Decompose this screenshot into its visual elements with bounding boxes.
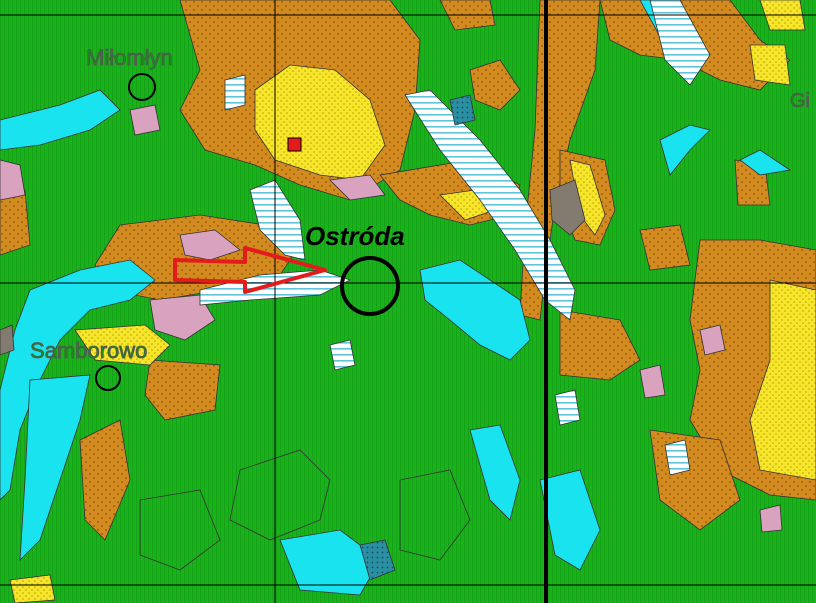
cyan-area-north-east-2 bbox=[659, 124, 711, 176]
hatched-area-east bbox=[554, 389, 581, 426]
orange-area-south-west bbox=[79, 419, 131, 541]
cyan-area-river-south bbox=[19, 374, 91, 562]
hatched-area-north bbox=[224, 74, 246, 111]
label-main-town: Ostróda bbox=[305, 221, 405, 251]
cyan-area-west-river bbox=[0, 259, 156, 501]
green-unit-outlines bbox=[139, 449, 471, 571]
yellow-area-west bbox=[74, 324, 171, 366]
orange-area-lower-west bbox=[144, 359, 221, 421]
town-circle-icon-ostroda bbox=[340, 256, 400, 316]
yellow-area-south-west-corner bbox=[9, 574, 56, 603]
orange-area-small-1 bbox=[469, 59, 521, 111]
cyan-area-center-east bbox=[419, 259, 531, 361]
label-town-north-west: Miłomłyn bbox=[86, 45, 173, 70]
yellow-area-east-large bbox=[749, 279, 816, 481]
cyan-area-south-center bbox=[469, 424, 521, 521]
yellow-area-north-east-2 bbox=[749, 44, 791, 86]
teal-grey-areas bbox=[0, 94, 586, 581]
teal-area-north bbox=[449, 94, 476, 126]
pink-area-west bbox=[179, 229, 241, 261]
pink-area-west-edge bbox=[0, 159, 26, 201]
pink-area-center bbox=[329, 174, 386, 201]
label-town-west: Samborowo bbox=[30, 338, 147, 363]
pink-area-west-2 bbox=[149, 294, 216, 341]
label-edge: Gi bbox=[790, 90, 810, 112]
pink-area-south bbox=[759, 504, 783, 533]
hatched-area-north-east bbox=[649, 0, 711, 86]
town-circle-icon-milomlyn bbox=[128, 73, 156, 101]
cyan-area-north-west bbox=[0, 89, 121, 151]
pink-area-lower bbox=[639, 364, 666, 399]
red-square-icon bbox=[287, 137, 302, 152]
grey-area-west bbox=[0, 324, 15, 356]
pink-area-east bbox=[699, 324, 726, 356]
hatched-area-small-center bbox=[329, 339, 356, 371]
town-circle-icon-samborowo bbox=[95, 365, 121, 391]
pink-area-north-west bbox=[129, 104, 161, 136]
orange-area-lower-center bbox=[559, 309, 641, 381]
red-arrow-icon bbox=[173, 246, 327, 294]
orange-area-small-2 bbox=[639, 224, 691, 271]
cyan-area-south-east bbox=[539, 469, 601, 571]
hatched-area-diagonal-band bbox=[404, 89, 576, 321]
hatched-area-south-east bbox=[664, 439, 691, 476]
cyan-area-east bbox=[739, 149, 792, 176]
pink-areas bbox=[0, 104, 783, 533]
teal-area-south bbox=[359, 539, 396, 581]
grey-area-east bbox=[549, 179, 586, 236]
